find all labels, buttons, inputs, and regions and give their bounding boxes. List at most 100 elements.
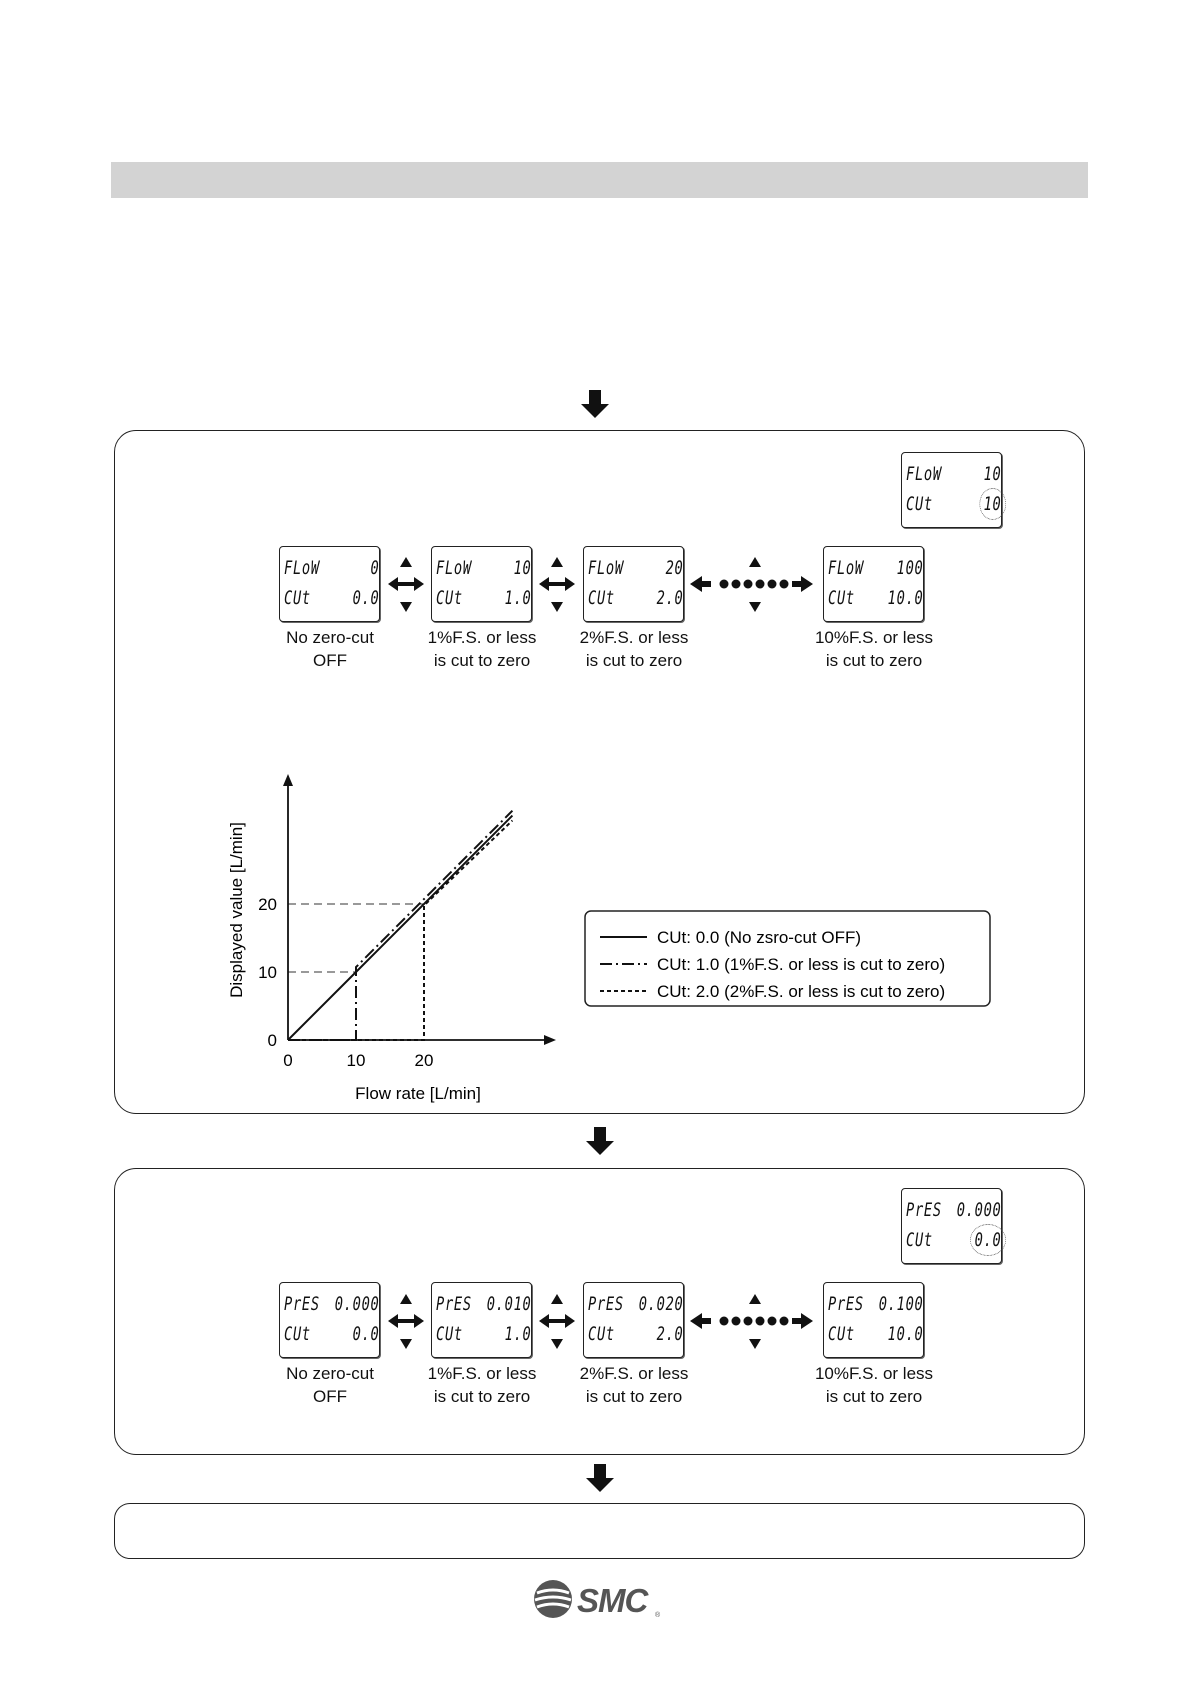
chart-legend: CUt: 0.0 (No zsro-cut OFF) CUt: 1.0 (1%F.… (584, 910, 991, 1007)
dotted-left-right-arrow-icon (690, 1313, 813, 1329)
display-label: FLoW (436, 557, 472, 579)
legend-label-1: CUt: 1.0 (1%F.S. or less is cut to zero) (657, 955, 945, 974)
display-label: FLoW (828, 557, 864, 579)
display-value: 10.0 (887, 587, 924, 609)
legend-label-2: CUt: 2.0 (2%F.S. or less is cut to zero) (657, 982, 945, 1001)
display-label: CUt (828, 587, 855, 609)
display-value: 1.0 (504, 1323, 532, 1345)
dotted-left-right-arrow-icon (690, 576, 813, 592)
caption-line: 1%F.S. or less (427, 1364, 537, 1383)
display-value: 0.020 (638, 1293, 684, 1315)
series-line-2 (288, 819, 514, 1041)
left-right-arrow-icon (388, 577, 575, 591)
caption-line: No zero-cut (286, 1364, 374, 1383)
display-value: 0 (370, 557, 380, 579)
pressure-option-display-4: PrES 0.100 CUt 10.0 (823, 1282, 924, 1358)
display-label: CUt (906, 1229, 933, 1251)
series-line-0 (287, 814, 514, 1041)
display-label: CUt (588, 587, 615, 609)
caption-line: 2%F.S. or less (579, 628, 689, 647)
display-value: 10.0 (887, 1323, 924, 1345)
x-tick-label-1: 10 (347, 1051, 366, 1070)
caption-line: OFF (313, 651, 347, 670)
display-value: 0.010 (486, 1293, 532, 1315)
display-value: 0.0 (352, 587, 380, 609)
caption-line: 10%F.S. or less (814, 628, 934, 647)
chart-axes (283, 774, 556, 1045)
display-label: PrES (828, 1293, 864, 1315)
caption-line: is cut to zero (585, 1387, 683, 1406)
blinking-value: 0.0 (970, 1224, 1007, 1256)
logo-text: SMC (577, 1582, 650, 1619)
display-label: FLoW (906, 463, 942, 485)
display-label: CUt (436, 587, 463, 609)
y-tick-label-2: 20 (258, 895, 277, 914)
display-value: 10 (983, 463, 1002, 485)
flow-option-display-1: FLoW 0 CUt 0.0 (279, 546, 380, 622)
display-label: CUt (588, 1323, 615, 1345)
caption-line: is cut to zero (825, 1387, 923, 1406)
display-label: PrES (284, 1293, 320, 1315)
logo-mark-icon (534, 1580, 572, 1618)
display-value: 0.100 (878, 1293, 924, 1315)
display-value: 0.000 (956, 1199, 1002, 1221)
smc-logo: SMC ® (534, 1580, 661, 1619)
display-value: 20 (665, 557, 684, 579)
display-label: CUt (828, 1323, 855, 1345)
caption-line: is cut to zero (433, 651, 531, 670)
registered-mark-icon: ® (655, 1611, 661, 1619)
x-axis-label: Flow rate [L/min] (355, 1084, 481, 1103)
display-value: 1.0 (504, 587, 532, 609)
flow-option-display-4: FLoW 100 CUt 10.0 (823, 546, 924, 622)
caption-line: OFF (313, 1387, 347, 1406)
caption-line: is cut to zero (585, 651, 683, 670)
display-value: 100 (896, 557, 924, 579)
display-label: CUt (906, 493, 933, 515)
display-label: PrES (436, 1293, 472, 1315)
flow-option-display-2: FLoW 10 CUt 1.0 (431, 546, 532, 622)
display-label: FLoW (284, 557, 320, 579)
flow-current-display: FLoW 10 CUt 10 (901, 452, 1006, 528)
display-value: 2.0 (656, 1323, 684, 1345)
caption-line: 1%F.S. or less (427, 628, 537, 647)
caption-line: is cut to zero (433, 1387, 531, 1406)
pressure-option-display-2: PrES 0.010 CUt 1.0 (431, 1282, 532, 1358)
flow-option-caption-2: 1%F.S. or less is cut to zero (407, 626, 557, 672)
caption-line: No zero-cut (286, 628, 374, 647)
x-tick-label-2: 20 (415, 1051, 434, 1070)
pressure-current-display: PrES 0.000 CUt 0.0 (901, 1188, 1007, 1264)
blinking-value: 10 (979, 488, 1006, 520)
chart-guides (288, 903, 424, 973)
display-value: 0.0 (352, 1323, 380, 1345)
x-axis-arrow-icon (544, 1035, 556, 1045)
section-header-bar (111, 162, 1088, 198)
display-label: CUt (284, 587, 311, 609)
legend-box (584, 910, 991, 1007)
display-label: CUt (436, 1323, 463, 1345)
display-label: CUt (284, 1323, 311, 1345)
flow-option-caption-3: 2%F.S. or less is cut to zero (559, 626, 709, 672)
legend-label-0: CUt: 0.0 (No zsro-cut OFF) (657, 928, 861, 947)
up-down-arrows-icon (400, 557, 761, 612)
x-tick-label-0: 0 (283, 1051, 292, 1070)
final-step-box (114, 1503, 1085, 1559)
up-down-arrows-icon (400, 1294, 761, 1349)
pressure-option-caption-2: 1%F.S. or less is cut to zero (407, 1362, 557, 1408)
display-label: PrES (906, 1199, 942, 1221)
display-value: 10 (513, 557, 532, 579)
y-tick-label-1: 10 (258, 963, 277, 982)
y-axis-arrow-icon (283, 774, 293, 786)
display-label: FLoW (588, 557, 624, 579)
y-axis-label: Displayed value [L/min] (227, 822, 246, 998)
